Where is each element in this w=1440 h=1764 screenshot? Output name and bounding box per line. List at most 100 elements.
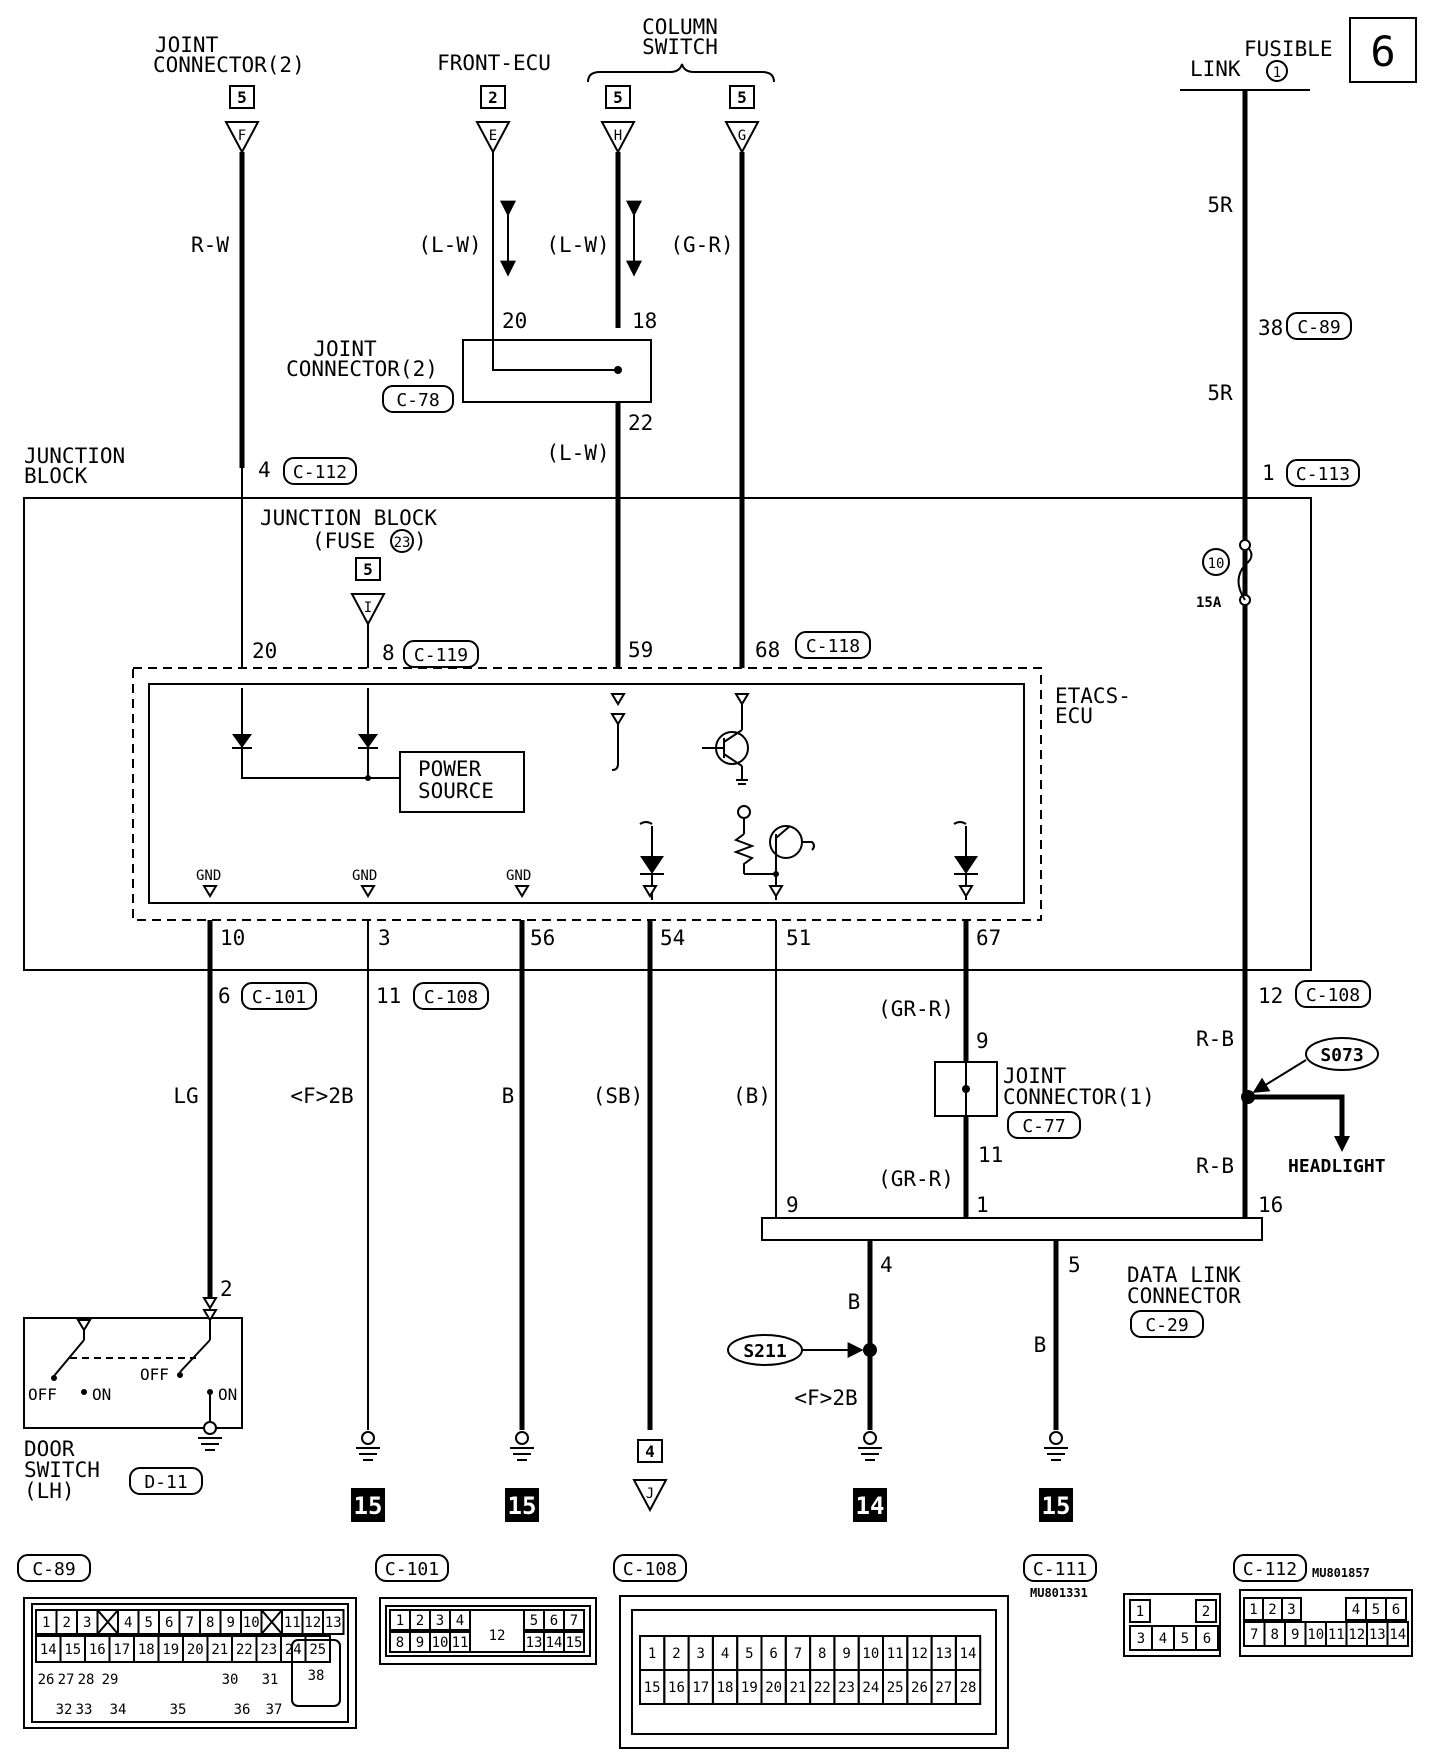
connector-id: C-29: [1145, 1315, 1188, 1336]
pin-number: 15: [566, 1635, 583, 1651]
pin-number: 12: [304, 1615, 321, 1631]
pin-number: 5: [530, 1613, 538, 1629]
label: SWITCH: [24, 1458, 100, 1482]
pin-cell: [1281, 1597, 1302, 1621]
pin-number: 8: [396, 1635, 404, 1651]
pin: 20: [502, 309, 527, 333]
connector-id: C-89: [1297, 317, 1340, 338]
connector-id: C-112: [1243, 1559, 1297, 1580]
label: JOINT: [313, 337, 377, 361]
ref-number: 4: [645, 1442, 655, 1461]
column-switch-source: COLUMN SWITCH 5 H (L-W) 5 G (G-R): [546, 15, 775, 668]
pin-number: 4: [124, 1615, 132, 1631]
switch-position: OFF: [28, 1385, 57, 1404]
wire-color: R-W: [191, 233, 229, 257]
wire-color: B: [502, 1084, 515, 1108]
pin-number: 19: [741, 1680, 758, 1696]
wire-color: R-B: [1196, 1027, 1234, 1051]
connector-id: C-108: [424, 987, 478, 1008]
pin-number: 3: [436, 1613, 444, 1629]
pin-number: 2: [672, 1646, 680, 1662]
pin-cell: [1386, 1621, 1409, 1647]
label: ): [414, 529, 427, 553]
pin: 4: [258, 458, 271, 482]
connector-id: C-113: [1296, 464, 1350, 485]
pin-number: 8: [818, 1646, 826, 1662]
ground-symbol: [361, 1431, 375, 1445]
pin: 1: [1262, 461, 1275, 485]
pin: 11: [376, 984, 401, 1008]
ground-ref: 14: [856, 1492, 885, 1520]
pin-number: 37: [266, 1702, 283, 1718]
gnd-label: GND: [506, 868, 531, 884]
pin-number: 6: [550, 1613, 558, 1629]
pin-number: 11: [452, 1635, 469, 1651]
headlight-label: HEADLIGHT: [1288, 1156, 1386, 1177]
pin: 8: [382, 641, 395, 665]
label: JUNCTION BLOCK: [260, 506, 437, 530]
pin-number: 28: [960, 1680, 977, 1696]
pin-number: 36: [234, 1702, 251, 1718]
pin-number: 15: [64, 1642, 81, 1658]
splice-id: S073: [1320, 1045, 1363, 1066]
wire-color: B: [1034, 1333, 1047, 1357]
connector-id: C-108: [623, 1559, 677, 1580]
pin-number: 6: [165, 1615, 173, 1631]
pin: 10: [220, 926, 245, 950]
pin: 22: [628, 411, 653, 435]
pin-number: 5: [145, 1615, 153, 1631]
wire-color: <F>2B: [794, 1386, 857, 1410]
pin-number: 26: [38, 1672, 55, 1688]
pin-cell: [1195, 1599, 1217, 1623]
ground-ref-box: [1039, 1488, 1073, 1522]
pin-number: 24: [285, 1642, 302, 1658]
ground-ref: 15: [354, 1492, 383, 1520]
ground-ref: 15: [1042, 1492, 1071, 1520]
letter: J: [646, 1486, 654, 1502]
label: JOINT: [1003, 1064, 1067, 1088]
wire-color: (B): [733, 1084, 771, 1108]
pin: 51: [786, 926, 811, 950]
pin-number: 5: [745, 1646, 753, 1662]
fuse-rating: 15A: [1196, 595, 1222, 611]
pin-number: 28: [78, 1672, 95, 1688]
label: ECU: [1055, 704, 1093, 728]
pin-number: 15: [644, 1680, 661, 1696]
pin: 11: [978, 1143, 1003, 1167]
pin-number: 1: [648, 1646, 656, 1662]
pin-number: 21: [790, 1680, 807, 1696]
pin-number: 2: [63, 1615, 71, 1631]
pin-cell: [1385, 1597, 1407, 1621]
pin-number: 23: [260, 1642, 277, 1658]
joint-connector-c78: JOINT CONNECTOR(2) C-78 20 18 22 (L-W): [286, 309, 657, 668]
connector-id: C-108: [1306, 985, 1360, 1006]
junction-block: JUNCTION BLOCK 4 C-112 1 C-113 JUNCTION …: [23, 444, 1360, 971]
blank-cell: [260, 1609, 283, 1635]
pin-number: 17: [113, 1642, 130, 1658]
pin-number: 4: [721, 1646, 729, 1662]
pin: 3: [378, 926, 391, 950]
pin-number: 14: [546, 1635, 563, 1651]
pin-number: 4: [1352, 1602, 1360, 1618]
pin-number: 6: [1392, 1602, 1400, 1618]
wire-color: LG: [173, 1084, 198, 1108]
pin-number: 2: [1202, 1604, 1210, 1620]
letter: F: [238, 128, 246, 144]
blank-cell: [96, 1609, 119, 1635]
joint-connector-2-source: JOINT CONNECTOR(2) 5 F R-W: [153, 33, 305, 468]
label: ETACS-: [1055, 684, 1131, 708]
label: CONNECTOR: [1127, 1284, 1241, 1308]
pin-cell: [469, 1609, 525, 1653]
wire-color: (GR-R): [878, 997, 954, 1021]
pin-number: 1: [1249, 1602, 1257, 1618]
pin-number: 10: [432, 1635, 449, 1651]
connector-id: C-101: [252, 987, 306, 1008]
label: FUSIBLE: [1244, 37, 1333, 61]
pin-number: 4: [1159, 1631, 1167, 1647]
wire-color: 5R: [1207, 381, 1233, 405]
pin: 4: [880, 1253, 893, 1277]
pin-number: 35: [170, 1702, 187, 1718]
